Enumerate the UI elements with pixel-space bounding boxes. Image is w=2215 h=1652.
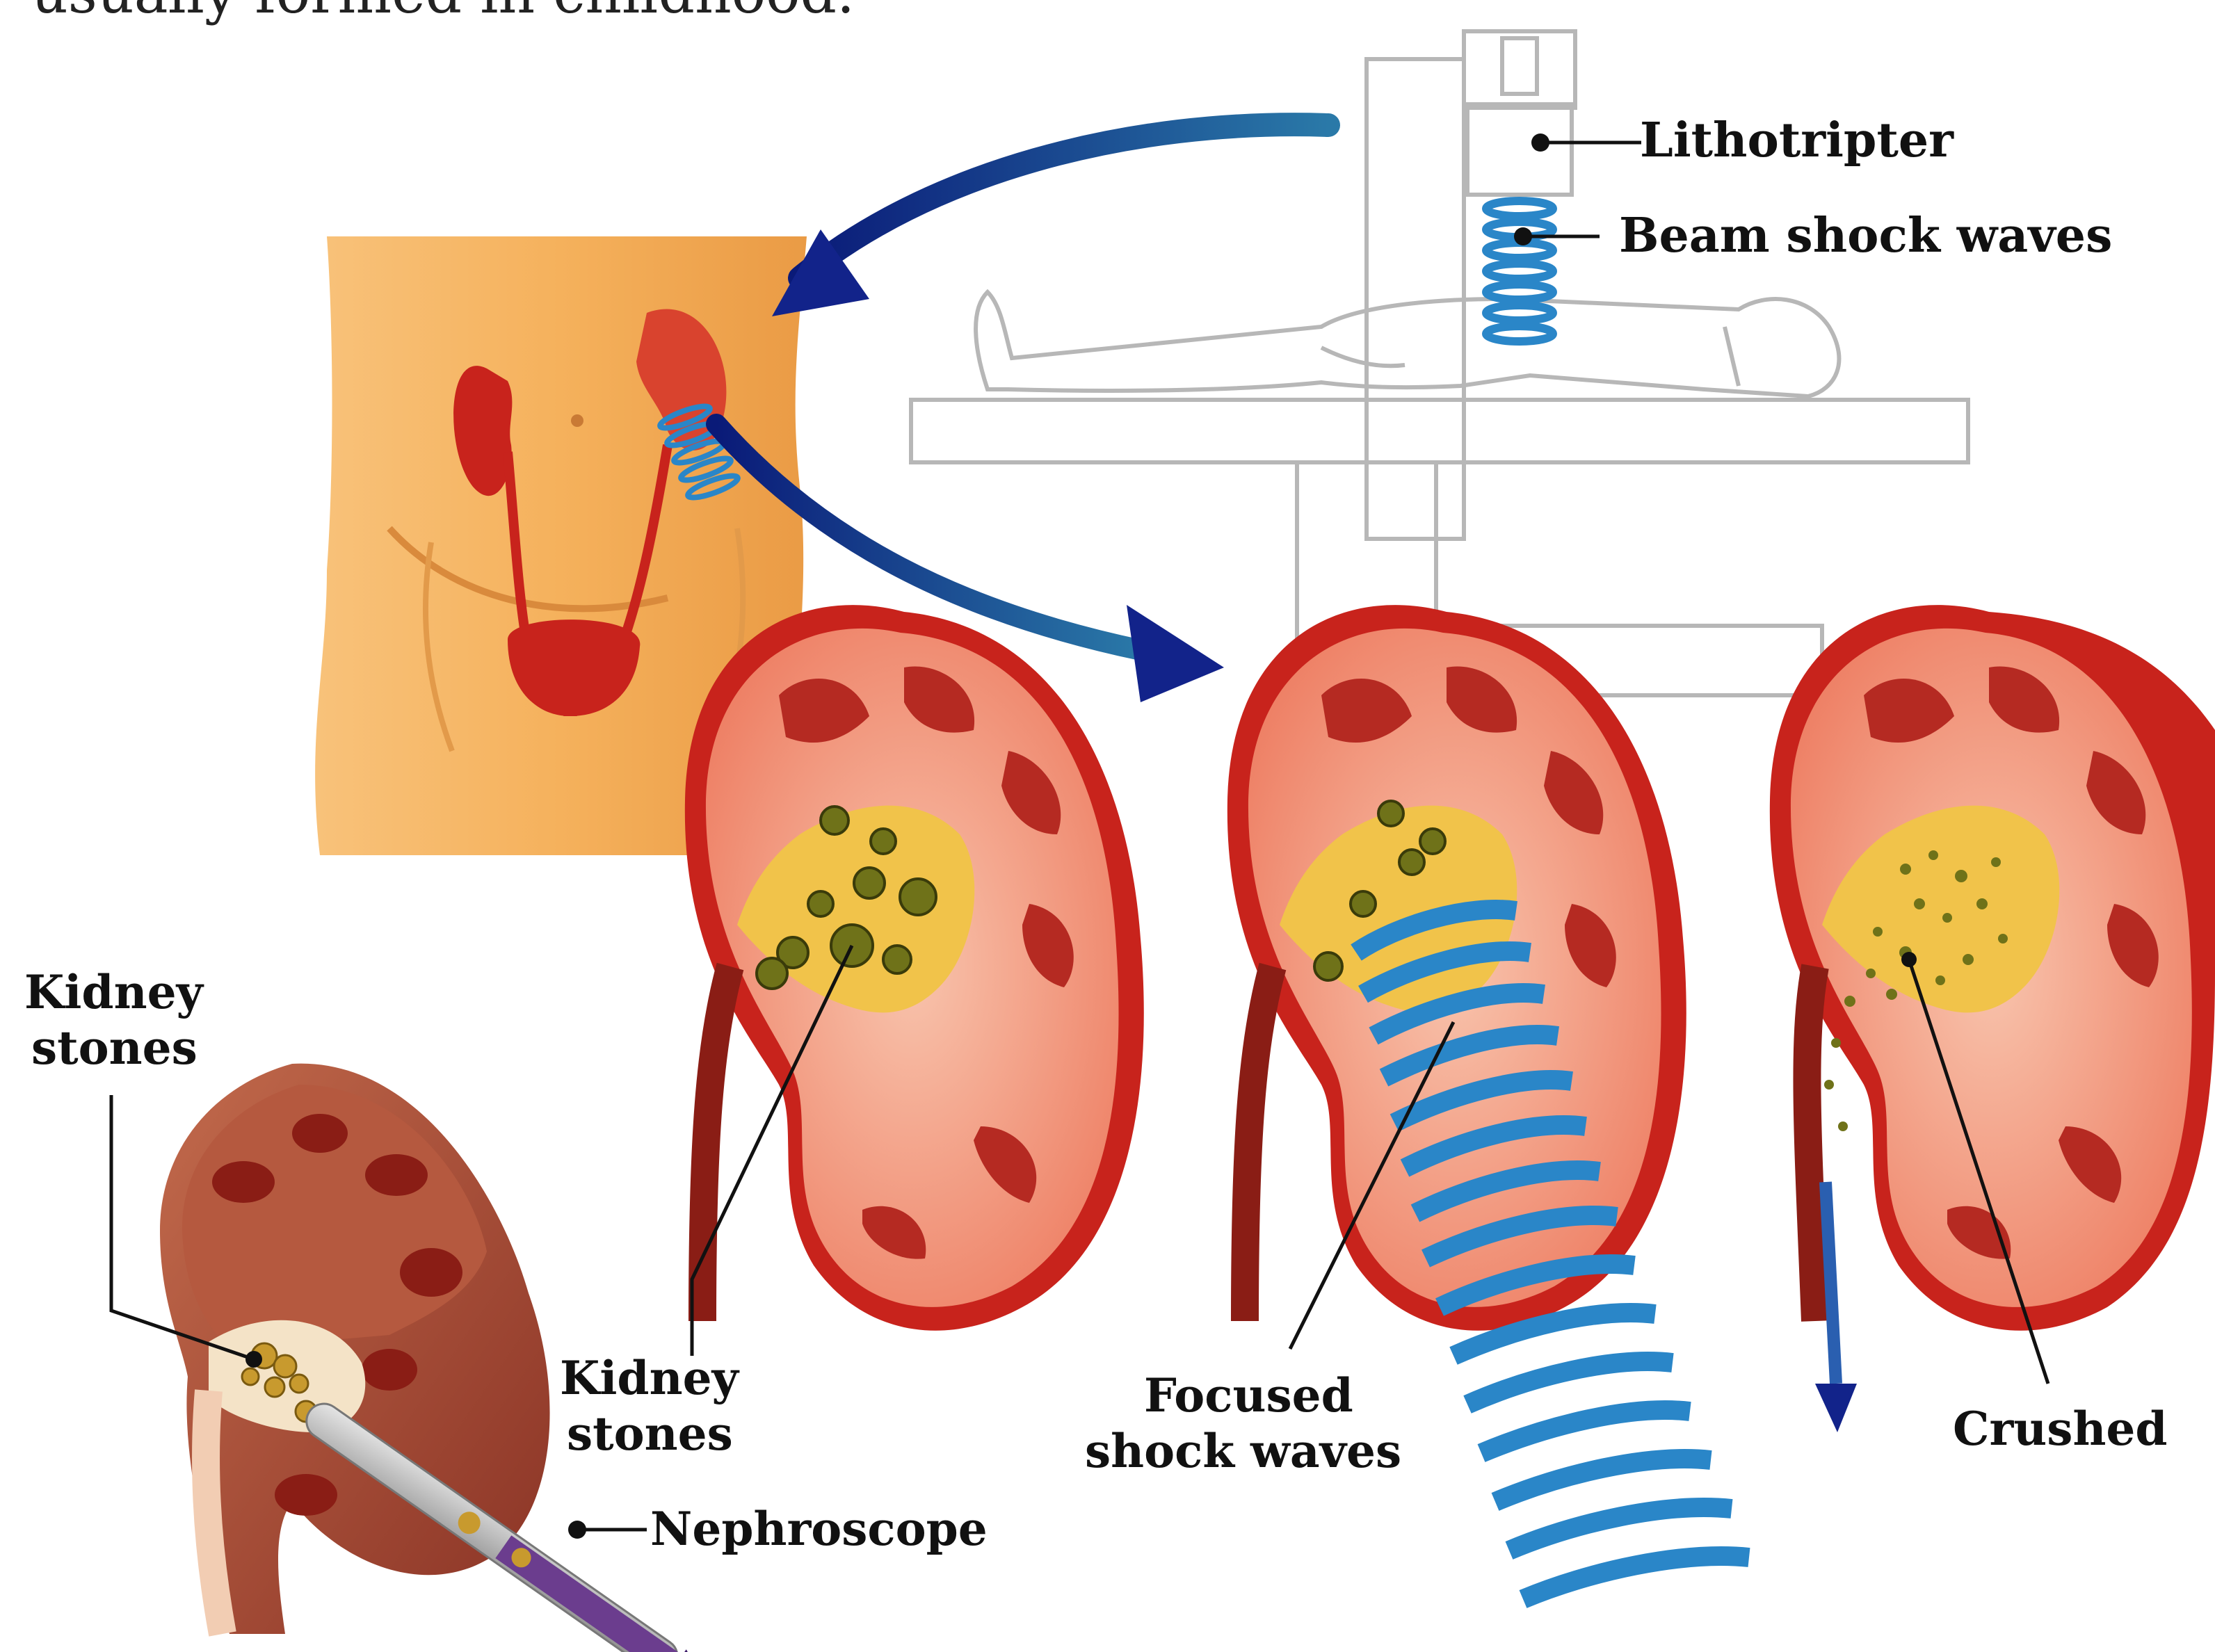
kidney-stones-small-leader-dot	[245, 1351, 262, 1368]
patient-outline	[976, 292, 1839, 396]
label-focused-line2: shock waves	[1085, 1424, 1401, 1478]
beam-shock-waves-leader-dot	[1514, 227, 1532, 245]
label-nephroscope: Nephroscope	[650, 1502, 988, 1556]
label-focused-line1: Focused	[1144, 1368, 1353, 1423]
crushed-leader-dot	[1901, 952, 1917, 967]
label-kidney-stones-small-line1: Kidney	[24, 965, 204, 1019]
kidney-crushed	[1770, 605, 2215, 1432]
label-kidney-stones-main-line2: stones	[567, 1407, 733, 1461]
label-lithotripter: Lithotripter	[1640, 113, 1954, 168]
lithotripter-leader-dot	[1531, 133, 1549, 152]
caption-fragment: usually formed in childhood.	[31, 0, 855, 26]
nephroscope-leader-dot	[568, 1521, 586, 1539]
arrow-to-torso	[772, 124, 1328, 316]
kidney-with-stones	[685, 605, 1144, 1331]
label-beam-shock-waves: Beam shock waves	[1619, 208, 2112, 264]
beam-shock-waves-coil	[1486, 201, 1553, 341]
label-crushed: Crushed	[1953, 1402, 2168, 1456]
label-kidney-stones-main-line1: Kidney	[560, 1351, 740, 1405]
label-kidney-stones-small-line2: stones	[31, 1021, 198, 1075]
